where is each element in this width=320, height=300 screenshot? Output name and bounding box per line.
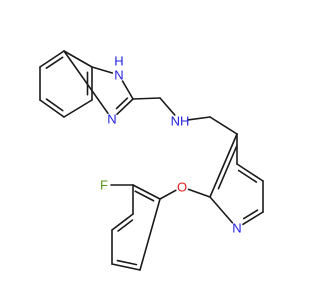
atom-label-py_n1: N bbox=[232, 221, 241, 236]
bond-ph_c1-ph_c2-double bbox=[134, 190, 155, 202]
bond-py_c2-py_c3 bbox=[209, 133, 238, 198]
bond-bzi_c2-ch2_a bbox=[132, 97, 161, 100]
atom-bzi_n1: NH bbox=[114, 54, 123, 83]
atom-label-bzi_n1: N bbox=[114, 68, 123, 83]
bond-bzi_c2-bzi_n3-double bbox=[115, 97, 129, 110]
bond-py_c2-py_c3-double bbox=[217, 145, 238, 190]
bond-py_c4-py_c5 bbox=[236, 163, 264, 182]
bond-ph_c5-ph_c6-double bbox=[116, 259, 138, 266]
bond-bzi_c7a-bzi_n1 bbox=[91, 66, 114, 74]
atom-hydrogen-label-bzi_n1: H bbox=[114, 54, 123, 69]
bond-bzi_c7a-bzi_c3a bbox=[63, 50, 93, 68]
bond-bzi_c5-bzi_c6-double bbox=[45, 98, 64, 112]
atom-bzi_n3: N bbox=[107, 112, 116, 127]
bond-py_n1-py_c2 bbox=[209, 196, 234, 224]
bond-ch2_b-py_c3 bbox=[209, 116, 238, 135]
bond-bzi_c3a-bzi_c4 bbox=[39, 50, 65, 68]
atom-f: F bbox=[100, 178, 108, 193]
atom-nh: NH bbox=[171, 114, 190, 129]
bond-ph_c3-ph_c4-double bbox=[117, 219, 134, 232]
atom-o: O bbox=[177, 180, 187, 195]
bond-py_c2-o bbox=[187, 188, 211, 198]
atom-py_n1: N bbox=[232, 221, 241, 236]
atom-label-f: F bbox=[100, 178, 108, 193]
atom-label-o: O bbox=[177, 180, 187, 195]
bond-ph_c6-ph_c1 bbox=[139, 198, 161, 271]
bond-bzi_c2-bzi_n3 bbox=[116, 98, 134, 115]
bond-bzi_c6-bzi_c7 bbox=[63, 99, 93, 118]
bond-bzi_n1-bzi_c2 bbox=[121, 80, 134, 100]
bonds-layer bbox=[39, 50, 264, 271]
bond-py_c6-py_n1 bbox=[242, 211, 264, 226]
bond-py_c6-py_n1-double bbox=[243, 209, 259, 220]
bond-bzi_n3-bzi_c3a bbox=[63, 50, 109, 115]
bond-bzi_c3a-bzi_c4-double bbox=[45, 56, 64, 69]
bond-ch2_a-nh bbox=[159, 97, 176, 116]
atom-label-bzi_n3: N bbox=[107, 112, 116, 127]
bond-bzi_c5-bzi_c6 bbox=[39, 99, 65, 118]
bond-py_c4-py_c5-double bbox=[237, 169, 258, 183]
bond-nh-ch2_b bbox=[187, 116, 211, 121]
bond-ph_c3-ph_c4 bbox=[111, 213, 134, 231]
bond-ph_c1-ph_c2 bbox=[132, 184, 161, 200]
bond-o-ph_c1 bbox=[159, 189, 177, 200]
bond-ph_c5-ph_c6 bbox=[111, 263, 141, 271]
atom-label-nh: NH bbox=[171, 114, 190, 129]
